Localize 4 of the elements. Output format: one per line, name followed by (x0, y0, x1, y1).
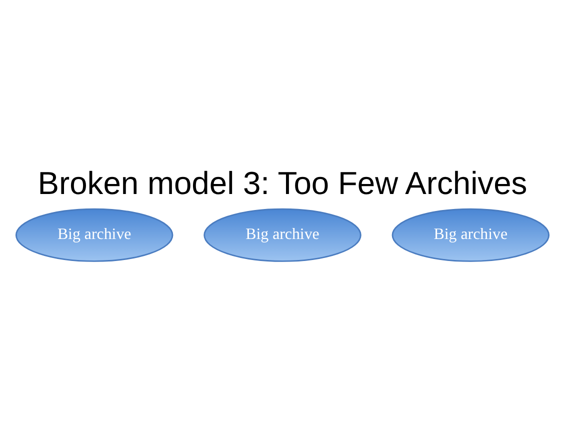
node-ellipse: Big archive (392, 208, 550, 262)
node-ellipse: Big archive (15, 208, 174, 262)
node-ellipse: Big archive (204, 208, 362, 262)
diagram-title: Broken model 3: Too Few Archives (38, 165, 528, 202)
